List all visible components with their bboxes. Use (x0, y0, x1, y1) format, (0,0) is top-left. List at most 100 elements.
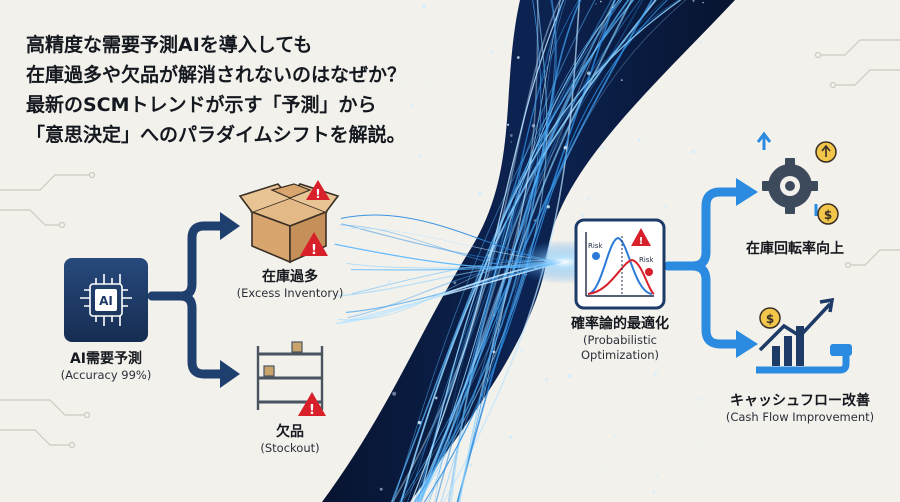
light-stream (407, 0, 621, 502)
light-stream (399, 0, 679, 502)
light-particle (422, 4, 426, 9)
light-particle (654, 372, 658, 376)
turnover-node-title: 在庫回転率向上 (746, 241, 844, 257)
gear-icon (756, 131, 818, 216)
light-stream (410, 0, 565, 502)
excess-node-label: 在庫過多 (Excess Inventory) (228, 268, 352, 301)
warning-icon: ! (631, 228, 651, 247)
light-particle (656, 475, 659, 479)
light-particle (696, 397, 701, 402)
light-particle (545, 377, 549, 381)
light-stream (415, 0, 539, 502)
light-stream (440, 0, 556, 502)
coin-icon: $ (817, 203, 839, 225)
light-particle (418, 154, 421, 157)
light-particle (651, 490, 656, 494)
arrowhead-to-cashflow (736, 330, 758, 358)
stockout-node-subtitle: (Stockout) (260, 441, 320, 455)
circuit-decoration-left (0, 171, 96, 449)
optimization-node-label: 確率論的最適化 (Probabilistic Optimization) (556, 315, 684, 363)
light-particle (600, 146, 605, 150)
optimization-node-title: 確率論的最適化 (571, 316, 669, 332)
warning-icon: ! (300, 232, 328, 258)
stockout-node-title: 欠品 (276, 424, 304, 440)
light-particle (698, 445, 701, 448)
ai-chip-icon: AI (64, 258, 148, 342)
turnover-node-label: 在庫回転率向上 (736, 240, 854, 258)
headline-line: 「意思決定」へのパラダイムシフトを解説。 (26, 124, 406, 146)
arrowhead-to-excess (220, 212, 240, 240)
light-particle (602, 463, 605, 466)
light-particle (492, 350, 496, 354)
light-particle (462, 236, 465, 238)
cashflow-node-subtitle: (Cash Flow Improvement) (725, 410, 875, 424)
svg-text:$: $ (824, 208, 832, 222)
light-particle (568, 374, 572, 378)
light-stream (418, 0, 682, 502)
light-stream (442, 0, 581, 502)
arrowhead-to-turnover (736, 178, 758, 206)
excess-node-subtitle: (Excess Inventory) (236, 286, 344, 300)
arrowhead-to-stockout (220, 360, 240, 388)
light-particle (504, 43, 507, 47)
light-stream (413, 0, 582, 502)
light-particle (637, 137, 641, 142)
warning-icon: ! (298, 392, 326, 418)
light-particle (475, 61, 478, 63)
light-stream (393, 0, 623, 502)
light-stream (418, 0, 630, 502)
light-particle (587, 196, 591, 200)
light-particle (520, 459, 523, 462)
light-particle (621, 79, 623, 81)
risk-label-left: Risk (588, 242, 603, 250)
light-particle (412, 225, 416, 229)
light-stream (416, 0, 653, 502)
optimization-branch-arrows (663, 187, 743, 349)
light-particle (388, 280, 392, 284)
light-particle (636, 345, 639, 348)
light-particle (519, 348, 524, 353)
ai-node-label: AI需要予測 (Accuracy 99%) (46, 350, 166, 383)
cashflow-node-label: キャッシュフロー改善 (Cash Flow Improvement) (716, 392, 884, 425)
optimization-node-subtitle: Optimization) (580, 348, 660, 362)
light-particle (493, 314, 495, 316)
light-streams (334, 0, 687, 502)
light-particle (595, 3, 597, 5)
light-particle (476, 498, 478, 500)
risk-label-right: Risk (639, 256, 654, 264)
stockout-node-label: 欠品 (Stockout) (238, 423, 342, 456)
light-particle (461, 240, 463, 243)
light-particle (618, 159, 620, 161)
circuit-decoration-right (814, 39, 900, 269)
excess-node-title: 在庫過多 (262, 269, 318, 285)
svg-text:!: ! (639, 236, 644, 247)
light-particle (379, 487, 383, 491)
growth-chart-icon (756, 297, 852, 374)
light-particle (699, 39, 703, 44)
light-stream (402, 0, 687, 502)
coin-icon (815, 141, 837, 163)
light-particle (586, 71, 591, 76)
headline: 高精度な需要予測AIを導入しても 在庫過多や欠品が解消されないのはなぜか？ 最新… (26, 30, 466, 150)
light-particle (581, 214, 585, 217)
light-particle (509, 133, 513, 137)
light-stream (435, 0, 564, 502)
light-particle (665, 205, 668, 209)
light-particle (507, 123, 510, 126)
light-particle (453, 281, 457, 285)
light-particle (417, 420, 422, 425)
light-particle (453, 471, 457, 474)
light-particle (641, 345, 644, 347)
light-particle (434, 396, 438, 400)
box-icon (238, 183, 340, 264)
light-particle (531, 124, 536, 128)
headline-line: 最新のSCMトレンドが示す「予測」から (26, 94, 377, 116)
light-particle (402, 79, 405, 82)
light-particle (516, 56, 520, 59)
cashflow-node-title: キャッシュフロー改善 (730, 393, 870, 409)
light-particle (487, 254, 489, 256)
ai-branch-arrows (147, 221, 227, 379)
light-particles (379, 0, 704, 500)
light-particle (497, 124, 500, 127)
probability-distribution-icon: Risk Risk (574, 218, 666, 310)
